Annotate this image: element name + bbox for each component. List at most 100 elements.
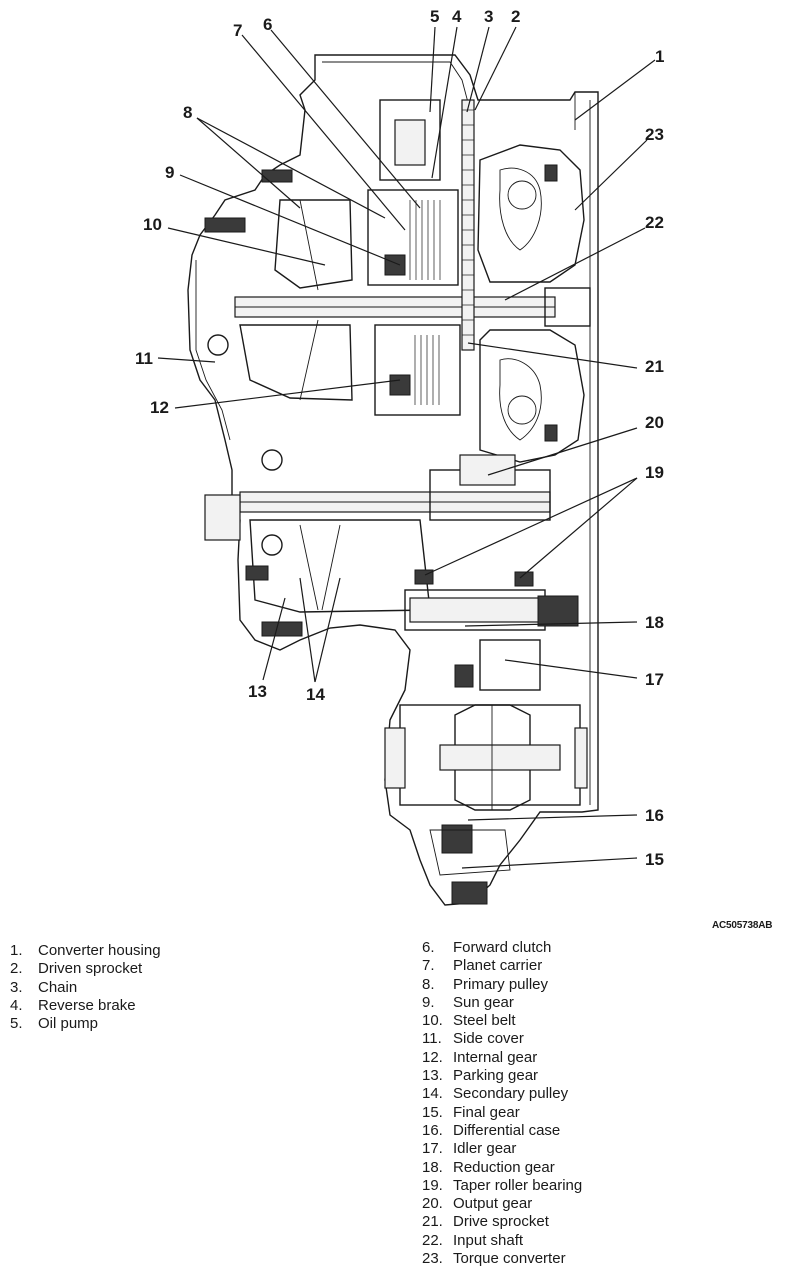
legend-label: Output gear — [453, 1195, 533, 1213]
legend-label: Reduction gear — [453, 1158, 555, 1176]
legend-label: Parking gear — [453, 1067, 539, 1085]
legend-item: 9. Sun gear — [422, 994, 582, 1012]
legend-item: 12. Internal gear — [422, 1049, 582, 1067]
legend-num: 23. — [422, 1250, 443, 1268]
legend-label: Idler gear — [453, 1140, 517, 1158]
legend-item: 6.Forward clutch — [422, 939, 582, 957]
legend-num: 9. — [422, 993, 435, 1011]
legend-num: 21. — [422, 1213, 443, 1231]
legend-label: Forward clutch — [453, 939, 552, 956]
callout-labels: 1 2 3 4 5 6 7 8 9 10 11 12 13 14 15 16 1… — [135, 7, 664, 869]
legend-label: Torque converter — [453, 1250, 566, 1268]
legend-num: 5. — [10, 1015, 23, 1033]
legend-num: 3. — [10, 978, 23, 996]
legend-label: Oil pump — [38, 1015, 99, 1033]
oil-pump-and-clutch — [367, 99, 461, 416]
callout-5: 5 — [430, 7, 439, 26]
transmission-cross-section-illustration: 1 2 3 4 5 6 7 8 9 10 11 12 13 14 15 16 1… — [135, 7, 664, 906]
legend-item: 10.Steel belt — [422, 1012, 582, 1030]
legend-item: 2. Driven sprocket — [10, 960, 161, 978]
legend-item: 13. Parking gear — [422, 1067, 582, 1085]
callout-20: 20 — [645, 413, 664, 432]
callout-17: 17 — [645, 670, 664, 689]
legend-num: 12. — [422, 1048, 443, 1066]
legend-label: Input shaft — [453, 1231, 524, 1249]
legend-num: 10. — [422, 1012, 443, 1030]
legend-label: Chain — [38, 978, 78, 996]
legend-num: 2. — [10, 960, 23, 978]
callout-9: 9 — [165, 163, 174, 182]
legend-num: 13. — [422, 1067, 443, 1085]
legend-num: 1. — [10, 942, 23, 959]
legend-num: 8. — [422, 975, 435, 993]
legend-item: 4. Reverse brake — [10, 997, 161, 1015]
legend-item: 1. Converter housing — [10, 942, 161, 960]
secondary-shaft — [204, 449, 551, 637]
callout-1: 1 — [655, 47, 664, 66]
legend-label: Drive sprocket — [453, 1213, 549, 1231]
differential — [384, 664, 588, 905]
figure-code: AC505738AB — [712, 920, 773, 931]
legend-item: 20. Output gear — [422, 1195, 582, 1213]
legend-label: Internal gear — [453, 1048, 538, 1066]
legend-item: 19. Taper roller bearing — [422, 1177, 582, 1195]
legend-num: 16. — [422, 1121, 443, 1139]
legend-item: 11. Side cover — [422, 1030, 582, 1048]
legend-item: 15. Final gear — [422, 1104, 582, 1122]
callout-8: 8 — [183, 103, 192, 122]
housing-outline — [187, 54, 599, 906]
legend-item: 7. Planet carrier — [422, 957, 582, 975]
callout-12: 12 — [150, 398, 169, 417]
legend-item: 8. Primary pulley — [422, 976, 582, 994]
legend-label: Taper roller bearing — [453, 1176, 583, 1194]
legend-item: 5. Oil pump — [10, 1015, 161, 1033]
callout-11: 11 — [135, 349, 153, 368]
legend-num: 4. — [10, 996, 23, 1014]
legend-label: Converter housing — [38, 942, 161, 959]
callout-10: 10 — [143, 215, 162, 234]
callout-2: 2 — [511, 7, 520, 26]
legend-item: 21. Drive sprocket — [422, 1213, 582, 1231]
legend-label: Final gear — [453, 1103, 520, 1121]
legend-num: 7. — [422, 957, 435, 975]
torque-converter — [477, 144, 585, 463]
legend-num: 19. — [422, 1176, 443, 1194]
legend-label: Planet carrier — [453, 957, 543, 975]
legend-item: 22.Input shaft — [422, 1232, 582, 1250]
legend-label: Primary pulley — [453, 975, 549, 993]
legend-right-column: 6.Forward clutch 7. Planet carrier 8. Prim… — [422, 939, 582, 1268]
leader-lines — [157, 26, 656, 869]
legend-item: 23. Torque converter — [422, 1250, 582, 1268]
legend-item: 17. Idler gear — [422, 1140, 582, 1158]
legend-label: Reverse brake — [38, 996, 136, 1014]
callout-13: 13 — [248, 682, 267, 701]
legend-left-column: 1. Converter housing 2. Driven sprocket 3.… — [10, 942, 161, 1033]
legend-label: Side cover — [453, 1030, 524, 1048]
legend-num: 18. — [422, 1158, 443, 1176]
legend-num: 17. — [422, 1140, 443, 1158]
legend-num: 15. — [422, 1103, 443, 1121]
callout-15: 15 — [645, 850, 664, 869]
callout-18: 18 — [645, 613, 664, 632]
legend-label: Sun gear — [453, 993, 514, 1011]
chain-and-sprockets — [461, 99, 475, 351]
legend-item: 16.Differential case — [422, 1122, 582, 1140]
callout-19: 19 — [645, 463, 664, 482]
legend-label: Secondary pulley — [453, 1085, 569, 1103]
input-shaft — [234, 287, 591, 327]
legend-num: 11. — [422, 1030, 442, 1048]
callout-21: 21 — [645, 357, 664, 376]
legend-item: 18. Reduction gear — [422, 1159, 582, 1177]
primary-pulley — [204, 169, 353, 401]
callout-23: 23 — [645, 125, 664, 144]
callout-4: 4 — [452, 7, 462, 26]
callout-6: 6 — [263, 15, 272, 34]
legend-label: Driven sprocket — [38, 960, 143, 978]
callout-22: 22 — [645, 213, 664, 232]
callout-7: 7 — [233, 21, 242, 40]
callout-16: 16 — [645, 806, 664, 825]
legend-item: 14.Secondary pulley — [422, 1085, 582, 1103]
callout-3: 3 — [484, 7, 493, 26]
legend-num: 20. — [422, 1195, 443, 1213]
